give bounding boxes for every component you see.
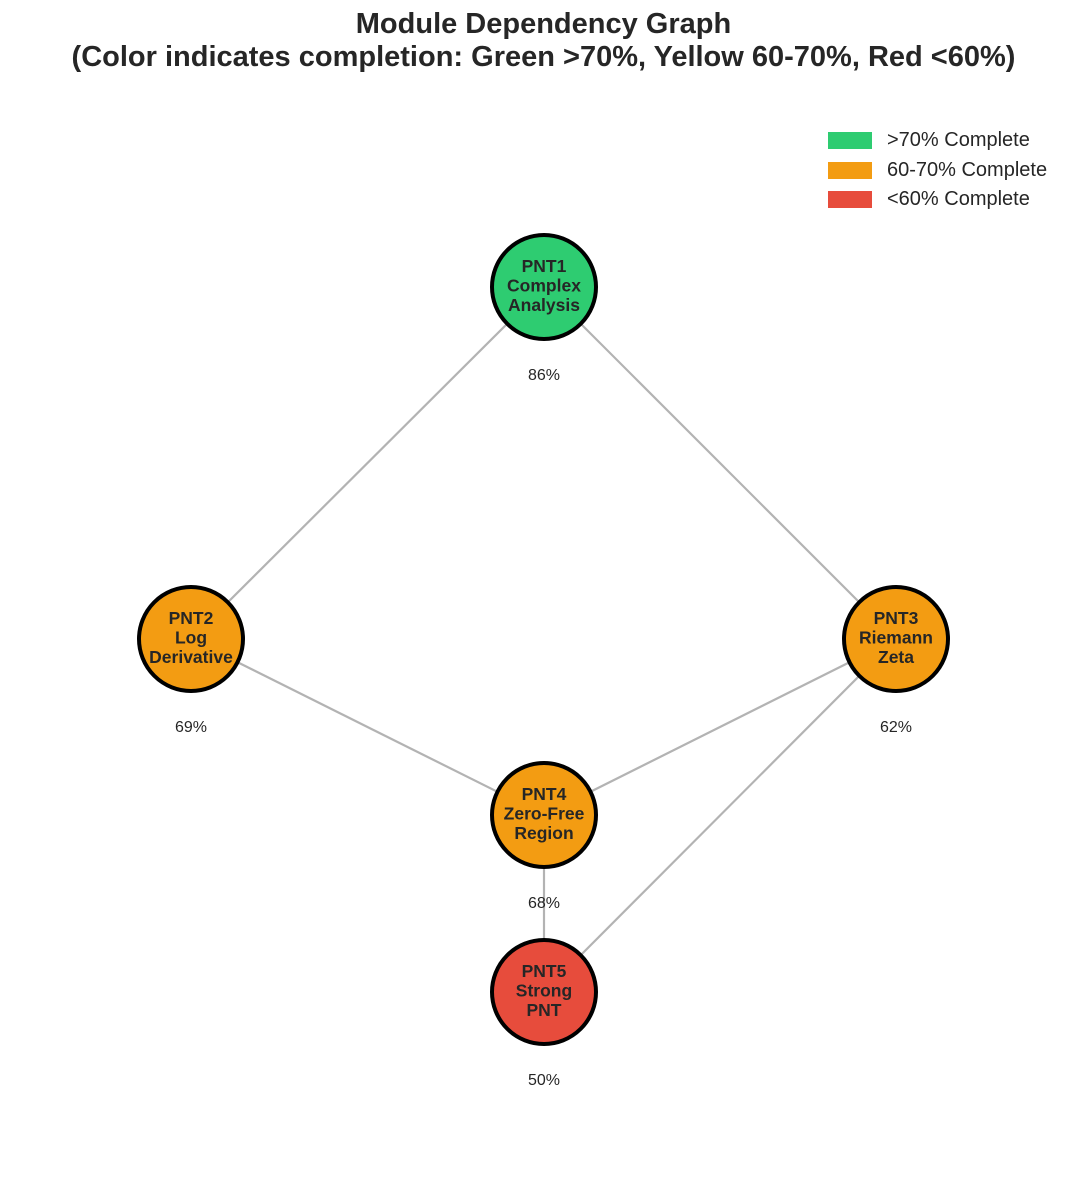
legend: >70% Complete 60-70% Complete <60% Compl… (828, 126, 1047, 215)
legend-label: >70% Complete (887, 129, 1030, 152)
completion-label: 62% (880, 719, 912, 736)
legend-item-green: >70% Complete (828, 126, 1047, 156)
title-line-1: Module Dependency Graph (355, 8, 732, 40)
edge-pnt2-pnt4 (190, 638, 545, 816)
node-circle (137, 585, 245, 693)
edges-layer (190, 286, 897, 993)
completion-label: 68% (528, 895, 560, 912)
legend-item-red: <60% Complete (828, 185, 1047, 215)
legend-label: 60-70% Complete (887, 158, 1048, 181)
edge-pnt1-pnt2 (190, 286, 545, 640)
node-circle (490, 233, 598, 341)
edge-pnt1-pnt3 (543, 286, 897, 640)
node-circle (490, 761, 598, 869)
completion-label: 50% (528, 1072, 560, 1089)
completion-label: 69% (175, 719, 207, 736)
edge-pnt3-pnt5 (543, 638, 897, 993)
legend-swatch-red (828, 191, 872, 209)
legend-item-yellow: 60-70% Complete (828, 156, 1047, 186)
node-circle (842, 585, 950, 693)
completion-label: 86% (528, 367, 560, 384)
edge-pnt3-pnt4 (543, 638, 897, 816)
legend-label: <60% Complete (887, 188, 1030, 211)
legend-swatch-yellow (828, 161, 872, 179)
node-circle (490, 938, 598, 1046)
legend-swatch-green (828, 132, 872, 150)
title-line-2: (Color indicates completion: Green >70%,… (71, 41, 1016, 73)
chart-title: Module Dependency Graph (Color indicates… (0, 8, 1087, 74)
